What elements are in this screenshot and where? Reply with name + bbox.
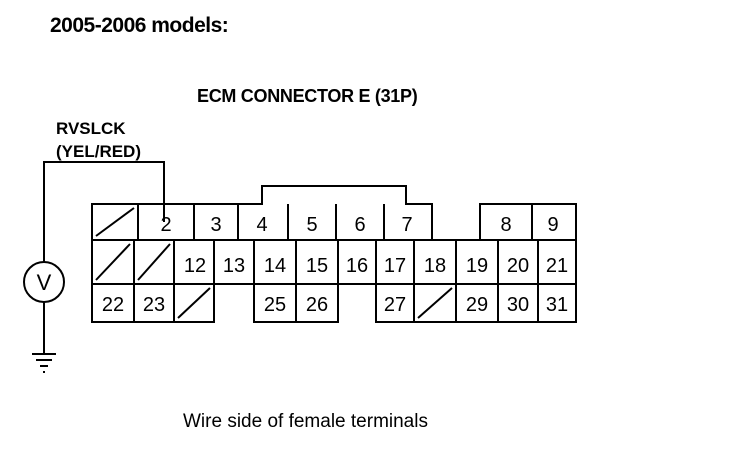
wire-color-label: (YEL/RED) [56,142,141,161]
terminal-2: 2 [160,214,171,236]
terminal-13: 13 [223,255,245,277]
terminal-12: 12 [184,255,206,277]
terminal-16: 16 [346,255,368,277]
terminal-4: 4 [256,214,267,236]
terminal-17: 17 [384,255,406,277]
empty-cavity-slash-icon [95,243,131,281]
terminal-5: 5 [306,214,317,236]
empty-cavity-slash-icon [177,287,211,319]
terminal-3: 3 [210,214,221,236]
voltmeter-icon: V [23,261,65,303]
terminal-29: 29 [466,294,488,316]
empty-cavity-slash-icon [137,243,171,281]
terminal-14: 14 [264,255,286,277]
terminal-27: 27 [384,294,406,316]
terminal-7: 7 [401,214,412,236]
terminal-18: 18 [424,255,446,277]
page-heading: 2005-2006 models: [50,14,229,37]
terminal-30: 30 [507,294,529,316]
ground-symbol-icon [32,353,56,373]
terminal-6: 6 [354,214,365,236]
terminal-labels: 2 3 4 5 6 7 8 9 12 13 14 15 16 17 18 19 … [102,214,568,316]
meter-symbol: V [37,270,52,295]
empty-cavity-slash-icon [417,287,453,319]
terminal-8: 8 [500,214,511,236]
terminal-21: 21 [546,255,568,277]
wire-signal-label: RVSLCK [56,119,126,138]
terminal-25: 25 [264,294,286,316]
terminal-22: 22 [102,294,124,316]
diagram-caption: Wire side of female terminals [183,411,428,432]
probe-wire [43,161,165,262]
terminal-23: 23 [143,294,165,316]
terminal-26: 26 [306,294,328,316]
terminal-9: 9 [547,214,558,236]
empty-cavity-slash-icon [95,207,135,237]
terminal-31: 31 [546,294,568,316]
terminal-19: 19 [466,255,488,277]
terminal-20: 20 [507,255,529,277]
terminal-15: 15 [306,255,328,277]
connector-title: ECM CONNECTOR E (31P) [197,86,418,106]
